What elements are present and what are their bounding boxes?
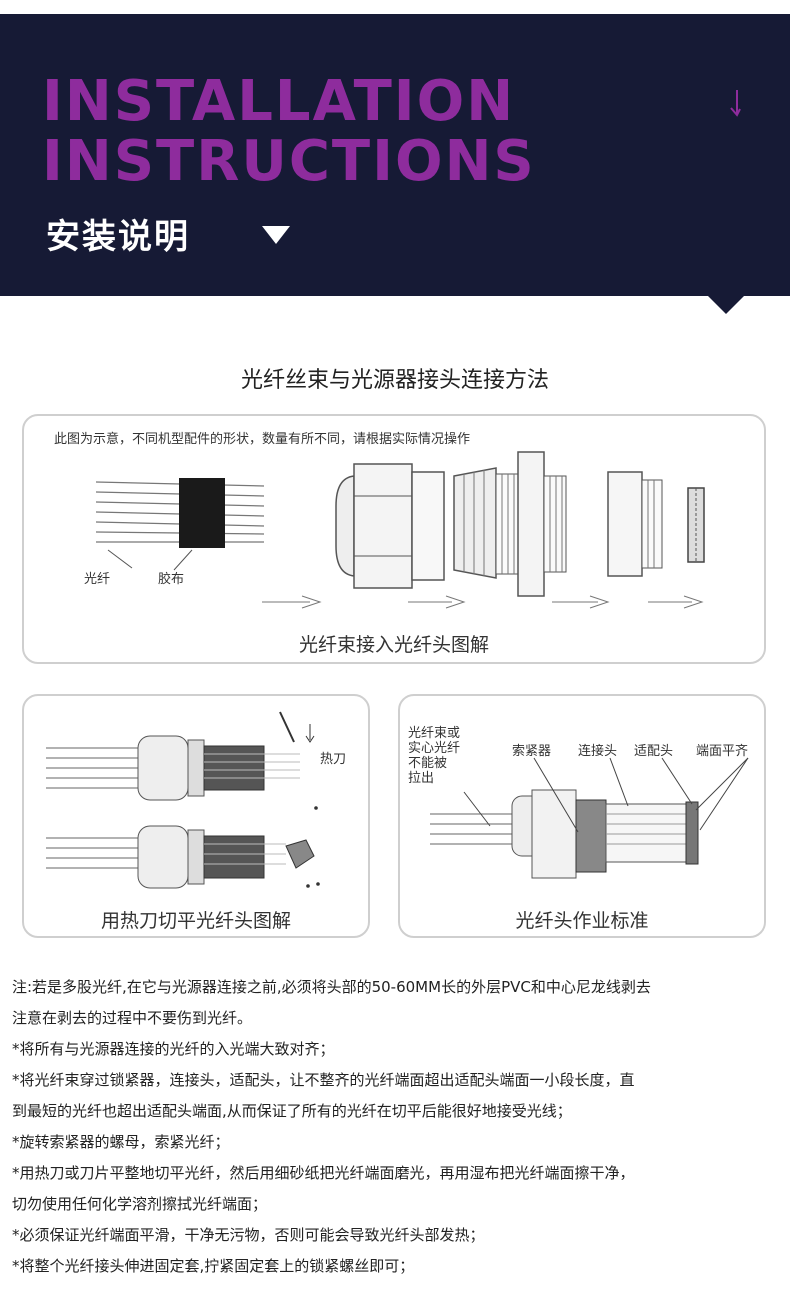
note-line: *用热刀或刀片平整地切平光纤，然后用细砂纸把光纤端面磨光，再用湿布把光纤端面擦干… [12,1164,635,1182]
title-english-line-2: INSTRUCTIONS [42,129,536,194]
caption-cutting: 用热刀切平光纤头图解 [100,910,291,932]
caption-assembly: 光纤束接入光纤头图解 [298,634,489,656]
assembly-illustration [95,451,705,609]
label-locker: 索紧器 [512,744,552,759]
label-connector: 连接头 [578,744,618,759]
title-chinese: 安装说明 [46,217,190,257]
cutting-illustration [46,711,320,889]
note-line: *将整个光纤接头伸进固定套,拧紧固定套上的锁紧螺丝即可； [12,1257,415,1275]
label-hot-knife: 热刀 [320,752,347,767]
label-adapter: 适配头 [634,744,674,759]
label-bundle-line-3: 不能被 [408,756,448,771]
label-fiber: 光纤 [84,572,111,587]
note-line: *将所有与光源器连接的光纤的入光端大致对齐； [12,1040,335,1058]
label-bundle-line-4: 拉出 [408,771,435,786]
note-line: *将光纤束穿过锁紧器，连接头，适配头，让不整齐的光纤端面超出适配头端面一小段长度… [12,1071,635,1089]
note-line: 切勿使用任何化学溶剂擦拭光纤端面； [12,1195,268,1213]
diagram-cutting-panel: 热刀 用热刀切平光纤头图解 [22,694,370,938]
header-banner: INSTALLATION INSTRUCTIONS 安装说明 [0,14,790,314]
arrow-down-icon [730,90,741,117]
title-english-line-1: INSTALLATION [42,69,516,134]
note-line: 到最短的光纤也超出适配头端面,从而保证了所有的光纤在切平后能很好地接受光线； [12,1102,572,1120]
note-line: 注:若是多股光纤,在它与光源器连接之前,必须将头部的50-60MM长的外层PVC… [12,978,651,996]
note-line: 注意在剥去的过程中不要伤到光纤。 [12,1009,253,1027]
label-tape: 胶布 [158,572,185,587]
standard-illustration [430,757,749,879]
label-bundle-line-1: 光纤束或 [408,726,461,741]
caption-standard: 光纤头作业标准 [515,910,649,932]
header-pointer-icon [708,296,744,314]
section-title: 光纤丝束与光源器接头连接方法 [240,368,549,393]
diagram-assembly-panel: 此图为示意，不同机型配件的形状，数量有所不同，请根据实际情况操作 [22,414,766,664]
triangle-down-icon [262,226,290,244]
note-line: *必须保证光纤端面平滑，干净无污物，否则可能会导致光纤头部发热； [12,1226,485,1244]
instruction-notes: 注:若是多股光纤,在它与光源器连接之前,必须将头部的50-60MM长的外层PVC… [12,972,782,1282]
note-line: *旋转索紧器的螺母，索紧光纤； [12,1133,230,1151]
label-flush-end: 端面平齐 [696,744,749,759]
label-bundle-group: 光纤束或 实心光纤 不能被 拉出 [408,726,460,786]
diagram-note: 此图为示意，不同机型配件的形状，数量有所不同，请根据实际情况操作 [54,432,471,447]
diagram-standard-panel: 光纤束或 实心光纤 不能被 拉出 索紧器 连接头 适配头 端面平齐 光纤头作业标… [398,694,766,938]
title-english: INSTALLATION INSTRUCTIONS [42,72,536,192]
label-bundle-line-2: 实心光纤 [408,741,461,756]
